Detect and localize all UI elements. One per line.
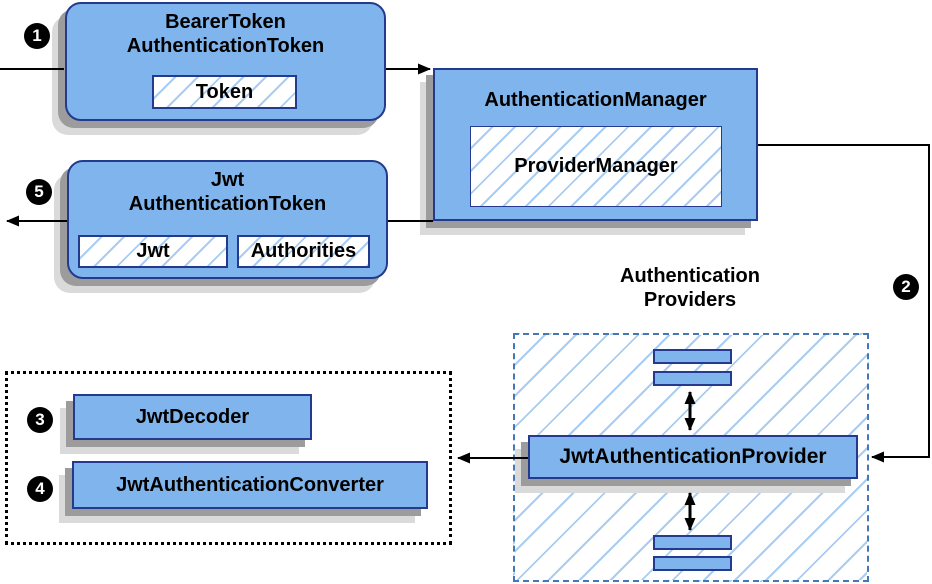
jwt-decoder-label: JwtDecoder — [135, 405, 250, 428]
step-1-badge: 1 — [24, 23, 50, 49]
step-2-badge: 2 — [893, 274, 919, 300]
jwt-authentication-provider-label: JwtAuthenticationProvider — [559, 445, 827, 468]
authorities-chip-label: Authorities — [250, 240, 357, 262]
provider-manager-chip: ProviderManager — [470, 126, 722, 207]
bearer-token-title-line2: AuthenticationToken — [126, 35, 325, 57]
provider-stub-bar — [653, 556, 732, 571]
decoder-converter-group-box — [5, 371, 452, 545]
jwt-chip-label: Jwt — [136, 240, 170, 262]
jwt-token-title: Jwt AuthenticationToken — [69, 168, 386, 216]
jwt-authentication-converter-node: JwtAuthenticationConverter — [72, 461, 428, 509]
authentication-providers-heading-line2: Providers — [643, 289, 737, 311]
bearer-token-title: BearerToken AuthenticationToken — [67, 10, 384, 58]
provider-stub-bar — [653, 371, 732, 386]
step-3-badge: 3 — [27, 407, 53, 433]
token-chip-label: Token — [195, 80, 254, 103]
jwt-authentication-provider-node: JwtAuthenticationProvider — [528, 435, 858, 479]
provider-stub-bar — [653, 349, 732, 364]
token-chip: Token — [152, 75, 297, 109]
authentication-manager-title: AuthenticationManager — [484, 89, 707, 111]
jwt-chip: Jwt — [78, 235, 228, 268]
provider-stub-bar — [653, 535, 732, 550]
authentication-providers-heading: Authentication Providers — [540, 264, 840, 312]
jwt-authentication-token-node: Jwt AuthenticationToken Jwt Authorities — [67, 160, 388, 279]
authorities-chip: Authorities — [237, 235, 370, 268]
jwt-decoder-node: JwtDecoder — [73, 394, 312, 440]
jwt-token-title-line1: Jwt — [210, 169, 245, 191]
step-5-badge: 5 — [26, 179, 52, 205]
jwt-authentication-converter-label: JwtAuthenticationConverter — [116, 473, 384, 496]
authentication-manager-node: AuthenticationManager ProviderManager — [433, 68, 758, 221]
bearer-token-authentication-token-node: BearerToken AuthenticationToken Token — [65, 2, 386, 121]
jwt-token-title-line2: AuthenticationToken — [128, 193, 327, 215]
authentication-providers-heading-line1: Authentication — [620, 265, 760, 287]
provider-manager-label: ProviderManager — [514, 155, 678, 177]
bearer-token-title-line1: BearerToken — [165, 11, 286, 33]
step-4-badge: 4 — [27, 476, 53, 502]
